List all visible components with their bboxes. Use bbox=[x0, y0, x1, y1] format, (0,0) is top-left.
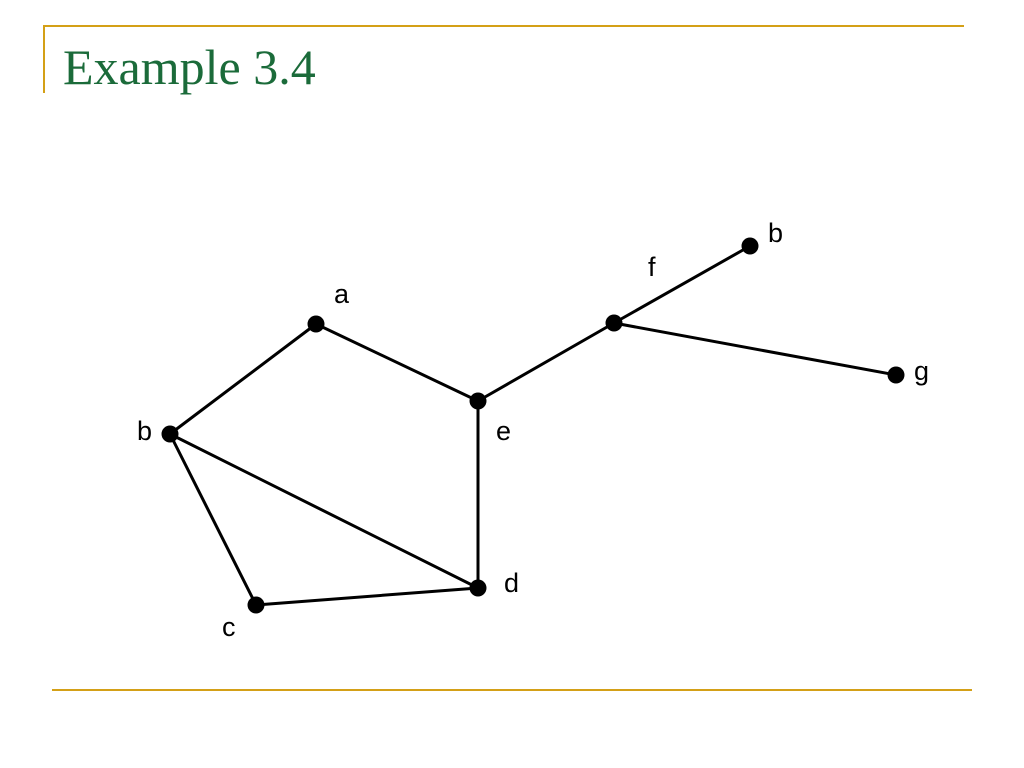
edge-b1-d bbox=[168, 432, 480, 590]
edge-f-g bbox=[612, 321, 898, 377]
graph-labels: a b c d e f b g bbox=[137, 218, 929, 642]
node-e bbox=[469, 392, 487, 410]
node-label-f: f bbox=[648, 252, 656, 282]
node-b1 bbox=[161, 425, 179, 443]
top-accent-rule bbox=[44, 25, 964, 27]
slide-title: Example 3.4 bbox=[63, 39, 316, 95]
edge-e-f bbox=[476, 321, 616, 403]
graph-nodes bbox=[161, 237, 905, 614]
node-c bbox=[247, 596, 265, 614]
node-label-a: a bbox=[334, 279, 350, 309]
graph-edges bbox=[168, 244, 898, 607]
edge-f-b2 bbox=[612, 244, 752, 325]
node-label-b1: b bbox=[137, 416, 152, 446]
bottom-accent-rule bbox=[52, 689, 972, 691]
node-d bbox=[469, 579, 487, 597]
side-accent-rule bbox=[43, 25, 45, 93]
node-g bbox=[887, 366, 905, 384]
edge-c-d bbox=[254, 586, 480, 607]
edge-b1-a bbox=[168, 322, 318, 436]
node-a bbox=[307, 315, 325, 333]
node-f bbox=[605, 314, 623, 332]
node-label-d: d bbox=[504, 568, 519, 598]
edge-b1-c bbox=[168, 432, 258, 607]
node-label-e: e bbox=[496, 416, 511, 446]
node-b2 bbox=[741, 237, 759, 255]
node-label-b2: b bbox=[768, 218, 783, 248]
node-label-c: c bbox=[222, 612, 236, 642]
edge-a-e bbox=[314, 322, 480, 403]
node-label-g: g bbox=[914, 356, 929, 386]
